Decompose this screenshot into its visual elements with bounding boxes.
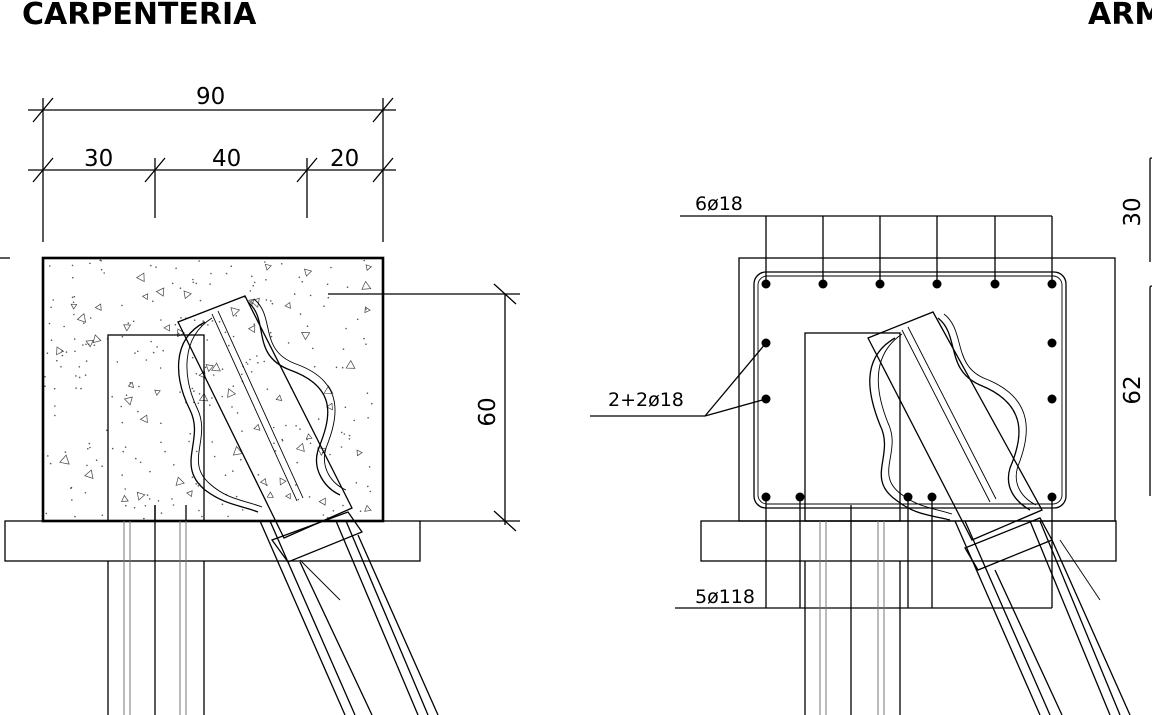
stirrup xyxy=(753,271,1067,509)
piles xyxy=(107,505,205,715)
dimension-right-2-label: 62 xyxy=(1120,375,1146,404)
dimension-right-1-label: 30 xyxy=(1120,197,1146,226)
title-carpenteria: CARPENTERIA xyxy=(22,0,257,32)
rebars xyxy=(761,279,1057,502)
base-slab xyxy=(4,520,421,562)
title-armatura: ARM xyxy=(1088,0,1152,32)
dimension-segments: 30 40 20 xyxy=(28,146,396,218)
leader-bottom: 5ø118 xyxy=(675,497,1053,609)
inclined-strut-arm xyxy=(867,311,1131,715)
piles-arm xyxy=(804,505,901,715)
inclined-strut xyxy=(177,295,439,715)
dimension-seg-1-label: 30 xyxy=(84,146,113,172)
label-side-bars: 2+2ø18 xyxy=(608,389,684,411)
column-outline-arm xyxy=(804,332,901,522)
armatura-view: 6ø18 2+2ø18 5ø118 xyxy=(590,154,1152,715)
leader-top: 6ø18 xyxy=(680,193,1053,284)
dimension-seg-2-label: 40 xyxy=(212,146,241,172)
label-top-bars: 6ø18 xyxy=(695,193,743,215)
leader-side: 2+2ø18 xyxy=(590,342,767,417)
dimension-total-label: 90 xyxy=(196,84,225,110)
dimension-right: 30 62 xyxy=(1120,154,1152,496)
dimension-height: 60 xyxy=(328,283,520,532)
dimension-seg-3-label: 20 xyxy=(330,146,359,172)
column-outline xyxy=(107,334,205,522)
concrete-block xyxy=(41,256,385,523)
carpenteria-view: 90 30 40 20 xyxy=(0,84,520,715)
label-bottom-bars: 5ø118 xyxy=(695,586,755,608)
dimension-height-label: 60 xyxy=(475,397,501,426)
base-slab-arm xyxy=(700,520,1117,562)
